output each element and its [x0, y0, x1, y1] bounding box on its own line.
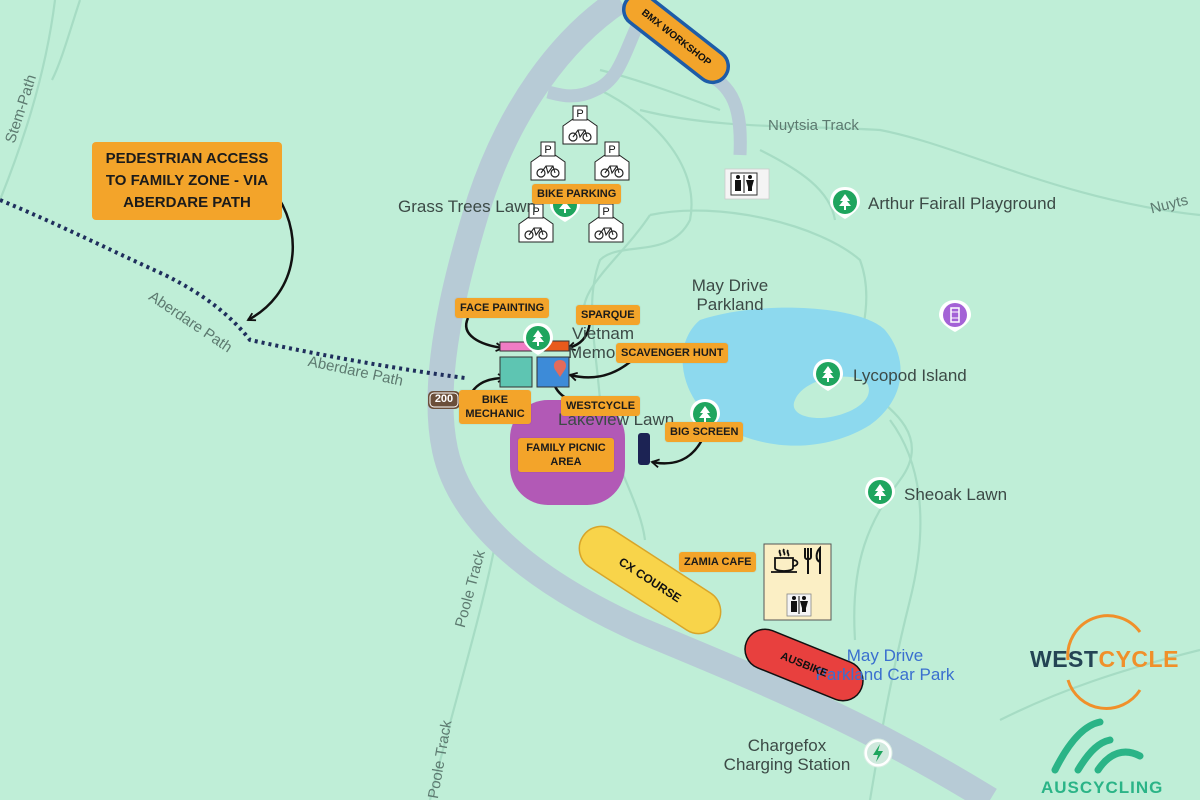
park-pin-icon[interactable]	[830, 187, 860, 219]
sheoak-lawn-label: Sheoak Lawn	[904, 485, 1008, 504]
park-pin-icon[interactable]	[813, 359, 843, 391]
lycopod-island-label: Lycopod Island	[853, 366, 967, 385]
pedestrian-access-tag: PEDESTRIAN ACCESS TO FAMILY ZONE - VIA A…	[92, 142, 282, 220]
grass-trees-lawn-label: Grass Trees Lawn	[398, 197, 536, 216]
sparque-tag: SPARQUE	[576, 305, 640, 325]
may-drive-parkland-label: May Drive Parkland	[691, 276, 769, 314]
westcycle-tag: WESTCYCLE	[561, 396, 641, 416]
map-pin-icon	[553, 360, 567, 377]
cx-course-shape[interactable]	[571, 518, 729, 642]
park-pin-icon[interactable]	[523, 323, 553, 355]
ausbike-shape[interactable]	[739, 623, 869, 707]
auscycling-logo-mark	[1051, 718, 1144, 774]
big-screen-arrow	[650, 439, 704, 468]
bike-parking-icon: P	[562, 105, 598, 145]
cutlery-icon	[804, 545, 821, 574]
scavenger-hunt-tag: SCAVENGER HUNT	[616, 343, 729, 363]
zamia-cafe-tag: ZAMIA CAFE	[679, 552, 757, 572]
bike-parking-icon: P	[594, 141, 630, 181]
big-screen-tag: BIG SCREEN	[665, 422, 744, 442]
route-shield-icon	[428, 391, 460, 409]
bike-parking-group: P P P P P	[518, 105, 630, 243]
route-number-label: 200	[434, 393, 454, 405]
park-pin-icon[interactable]	[865, 477, 895, 509]
pedestrian-access-arrow	[246, 196, 294, 322]
toilet-icon	[724, 168, 770, 200]
ev-charging-icon[interactable]	[863, 738, 893, 768]
westcycle-logo-ring	[1066, 614, 1142, 710]
svg-text:P: P	[608, 144, 615, 156]
svg-text:P: P	[532, 206, 539, 218]
toilet-icon	[786, 593, 812, 617]
aberdare-dotted-route	[0, 198, 466, 380]
scavenger-hunt-arrow	[568, 361, 631, 382]
side-road-loop	[546, 17, 646, 103]
bike-parking-icon: P	[530, 141, 566, 181]
nuytsia-track-label: Nuytsia Track	[768, 117, 859, 134]
big-screen-shape	[638, 433, 650, 465]
face-painting-arrow	[465, 317, 505, 352]
face-painting-tag: FACE PAINTING	[455, 298, 550, 318]
chargefox-label: Chargefox Charging Station	[723, 736, 851, 774]
bike-parking-icon: P	[518, 203, 554, 243]
bike-mechanic-tag: BIKE MECHANIC	[459, 390, 531, 424]
arthur-fairall-playground-label: Arthur Fairall Playground	[868, 194, 1057, 213]
bike-mechanic-box	[499, 356, 533, 388]
main-road	[427, 0, 997, 800]
auscycling-logo: AUSCYCLING	[1041, 778, 1164, 797]
svg-text:P: P	[602, 206, 609, 218]
lycopod-island-shape	[793, 376, 869, 418]
sparque-arrow	[566, 321, 592, 352]
svg-text:P: P	[576, 108, 583, 120]
bike-parking-icon: P	[588, 203, 624, 243]
bmx-workshop-shape[interactable]	[617, 0, 734, 89]
cafe-cup-icon	[771, 548, 799, 573]
cinema-pin-icon[interactable]	[939, 300, 971, 332]
family-picnic-tag: FAMILY PICNIC AREA	[518, 438, 614, 472]
car-park-label: May Drive Parkland Car Park	[815, 646, 955, 684]
bike-parking-tag: BIKE PARKING	[532, 184, 622, 204]
svg-text:P: P	[544, 144, 551, 156]
westcycle-logo: WESTCYCLE	[1030, 646, 1179, 672]
